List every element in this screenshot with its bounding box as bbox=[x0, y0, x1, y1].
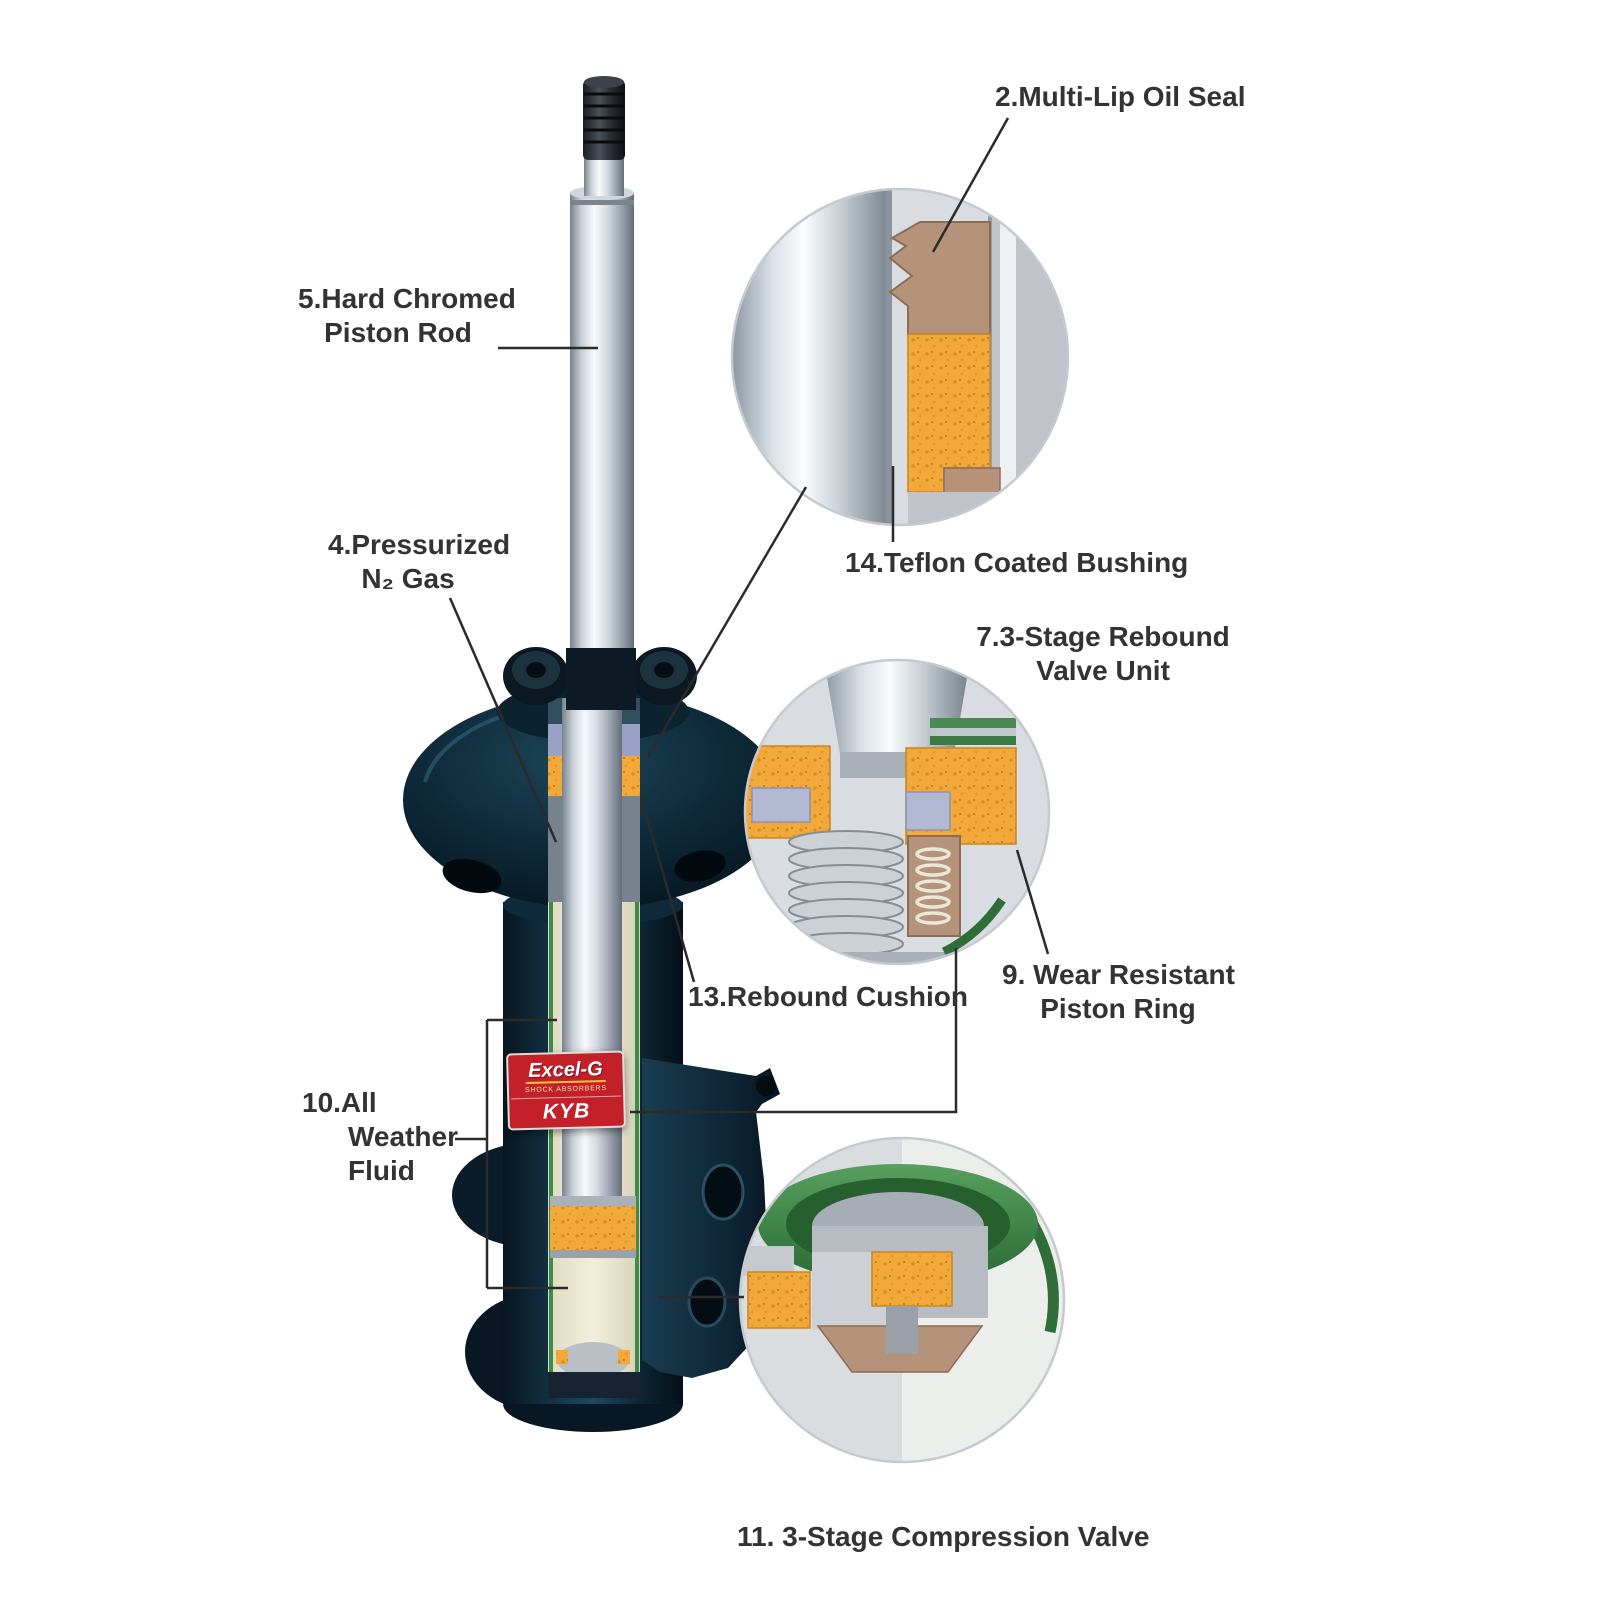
leader-lines bbox=[448, 117, 1050, 1299]
detail-rod-surface bbox=[732, 189, 892, 525]
callout-rebound-cushion-line: 13.Rebound Cushion bbox=[688, 981, 968, 1012]
inner-tube-coating-left bbox=[549, 902, 553, 1394]
callout-compression-valve: 11. 3-Stage Compression Valve bbox=[737, 1520, 1149, 1554]
callout-weather-fluid-line: 10.All bbox=[302, 1087, 377, 1118]
callout-piston-rod-line: 5.Hard Chromed bbox=[298, 283, 516, 314]
valve-stem bbox=[886, 1306, 918, 1354]
badge-subtitle: SHOCK ABSORBERS bbox=[524, 1084, 608, 1095]
leader-piston-ring bbox=[1015, 849, 1050, 955]
piston-assembly bbox=[550, 1206, 636, 1250]
callout-rebound-valve: 7.3-Stage Rebound Valve Unit bbox=[972, 620, 1234, 688]
callout-piston-ring-line: Piston Ring bbox=[1040, 993, 1196, 1024]
spring-seat-hole-right bbox=[674, 850, 726, 882]
compression-valve-body bbox=[557, 1342, 629, 1378]
piston-rod bbox=[570, 192, 634, 658]
callout-oil-seal-line: 2.Multi-Lip Oil Seal bbox=[995, 81, 1246, 112]
kyb-product-badge: Excel-G SHOCK ABSORBERS KYB bbox=[506, 1050, 626, 1131]
callout-teflon-bushing: 14.Teflon Coated Bushing bbox=[845, 546, 1188, 580]
inner-tube-coating-right bbox=[635, 902, 639, 1394]
kyb-logo: KYB bbox=[511, 1095, 622, 1125]
detail-circle-compression-valve bbox=[738, 1136, 1066, 1464]
leader-weather-fluid bbox=[455, 1018, 568, 1290]
leader-rebound-cushion bbox=[639, 795, 696, 983]
callout-weather-fluid-line: Weather bbox=[348, 1121, 458, 1152]
compression-orange-left bbox=[747, 1271, 811, 1329]
callout-piston-rod: 5.Hard Chromed Piston Rod bbox=[298, 282, 516, 350]
callout-piston-ring: 9. Wear Resistant Piston Ring bbox=[1002, 958, 1235, 1026]
callout-n2-gas: 4.Pressurized N₂ Gas bbox=[328, 528, 511, 596]
callout-oil-seal: 2.Multi-Lip Oil Seal bbox=[995, 80, 1245, 114]
rebound-spring bbox=[788, 830, 904, 956]
valve-spring-small bbox=[915, 847, 951, 925]
bracket-tab-hole bbox=[756, 1076, 776, 1096]
callout-rebound-cushion: 13.Rebound Cushion bbox=[688, 980, 968, 1014]
leader-oil-seal bbox=[931, 117, 1010, 253]
callout-rebound-valve-line: 7.3-Stage Rebound bbox=[976, 621, 1230, 652]
cutaway-section bbox=[548, 698, 640, 1398]
callout-n2-gas-line: N₂ Gas bbox=[361, 563, 455, 594]
strut-illustration bbox=[403, 76, 783, 1432]
compression-orange-center bbox=[871, 1251, 953, 1307]
spring-seat-hole-left bbox=[442, 858, 502, 894]
bracket-hole-lower bbox=[687, 1276, 727, 1328]
callout-piston-ring-line: 9. Wear Resistant bbox=[1002, 959, 1235, 990]
leader-n2-gas bbox=[448, 597, 558, 843]
detail-circle-oil-seal bbox=[730, 187, 1070, 527]
thread-lines bbox=[584, 92, 624, 144]
leader-circle1-to-strut bbox=[646, 486, 808, 758]
callout-compression-valve-line: 11. 3-Stage Compression Valve bbox=[737, 1521, 1150, 1552]
leader-circle2-to-strut bbox=[630, 948, 958, 1114]
multi-lip-oil-seal-part bbox=[888, 221, 991, 335]
callout-weather-fluid: 10.All Weather Fluid bbox=[302, 1086, 458, 1188]
badge-product-name: Excel-G bbox=[524, 1057, 607, 1085]
piston-plate bbox=[550, 1196, 636, 1206]
rod-threaded-end bbox=[583, 80, 625, 160]
valve-shim-right bbox=[905, 791, 951, 831]
rod-neck bbox=[584, 154, 624, 196]
callout-n2-gas-line: 4.Pressurized bbox=[328, 529, 511, 560]
upper-mount bbox=[503, 647, 697, 710]
bracket-hole-upper bbox=[701, 1163, 745, 1221]
callout-weather-fluid-line: Fluid bbox=[348, 1155, 415, 1186]
callout-piston-rod-line: Piston Rod bbox=[324, 317, 472, 348]
rod-groove bbox=[570, 200, 634, 205]
valve-shim-left bbox=[751, 787, 811, 823]
callout-teflon-bushing-line: 14.Teflon Coated Bushing bbox=[845, 547, 1189, 578]
detail-circle-rebound-valve bbox=[743, 658, 1051, 966]
callout-rebound-valve-line: Valve Unit bbox=[1036, 655, 1170, 686]
